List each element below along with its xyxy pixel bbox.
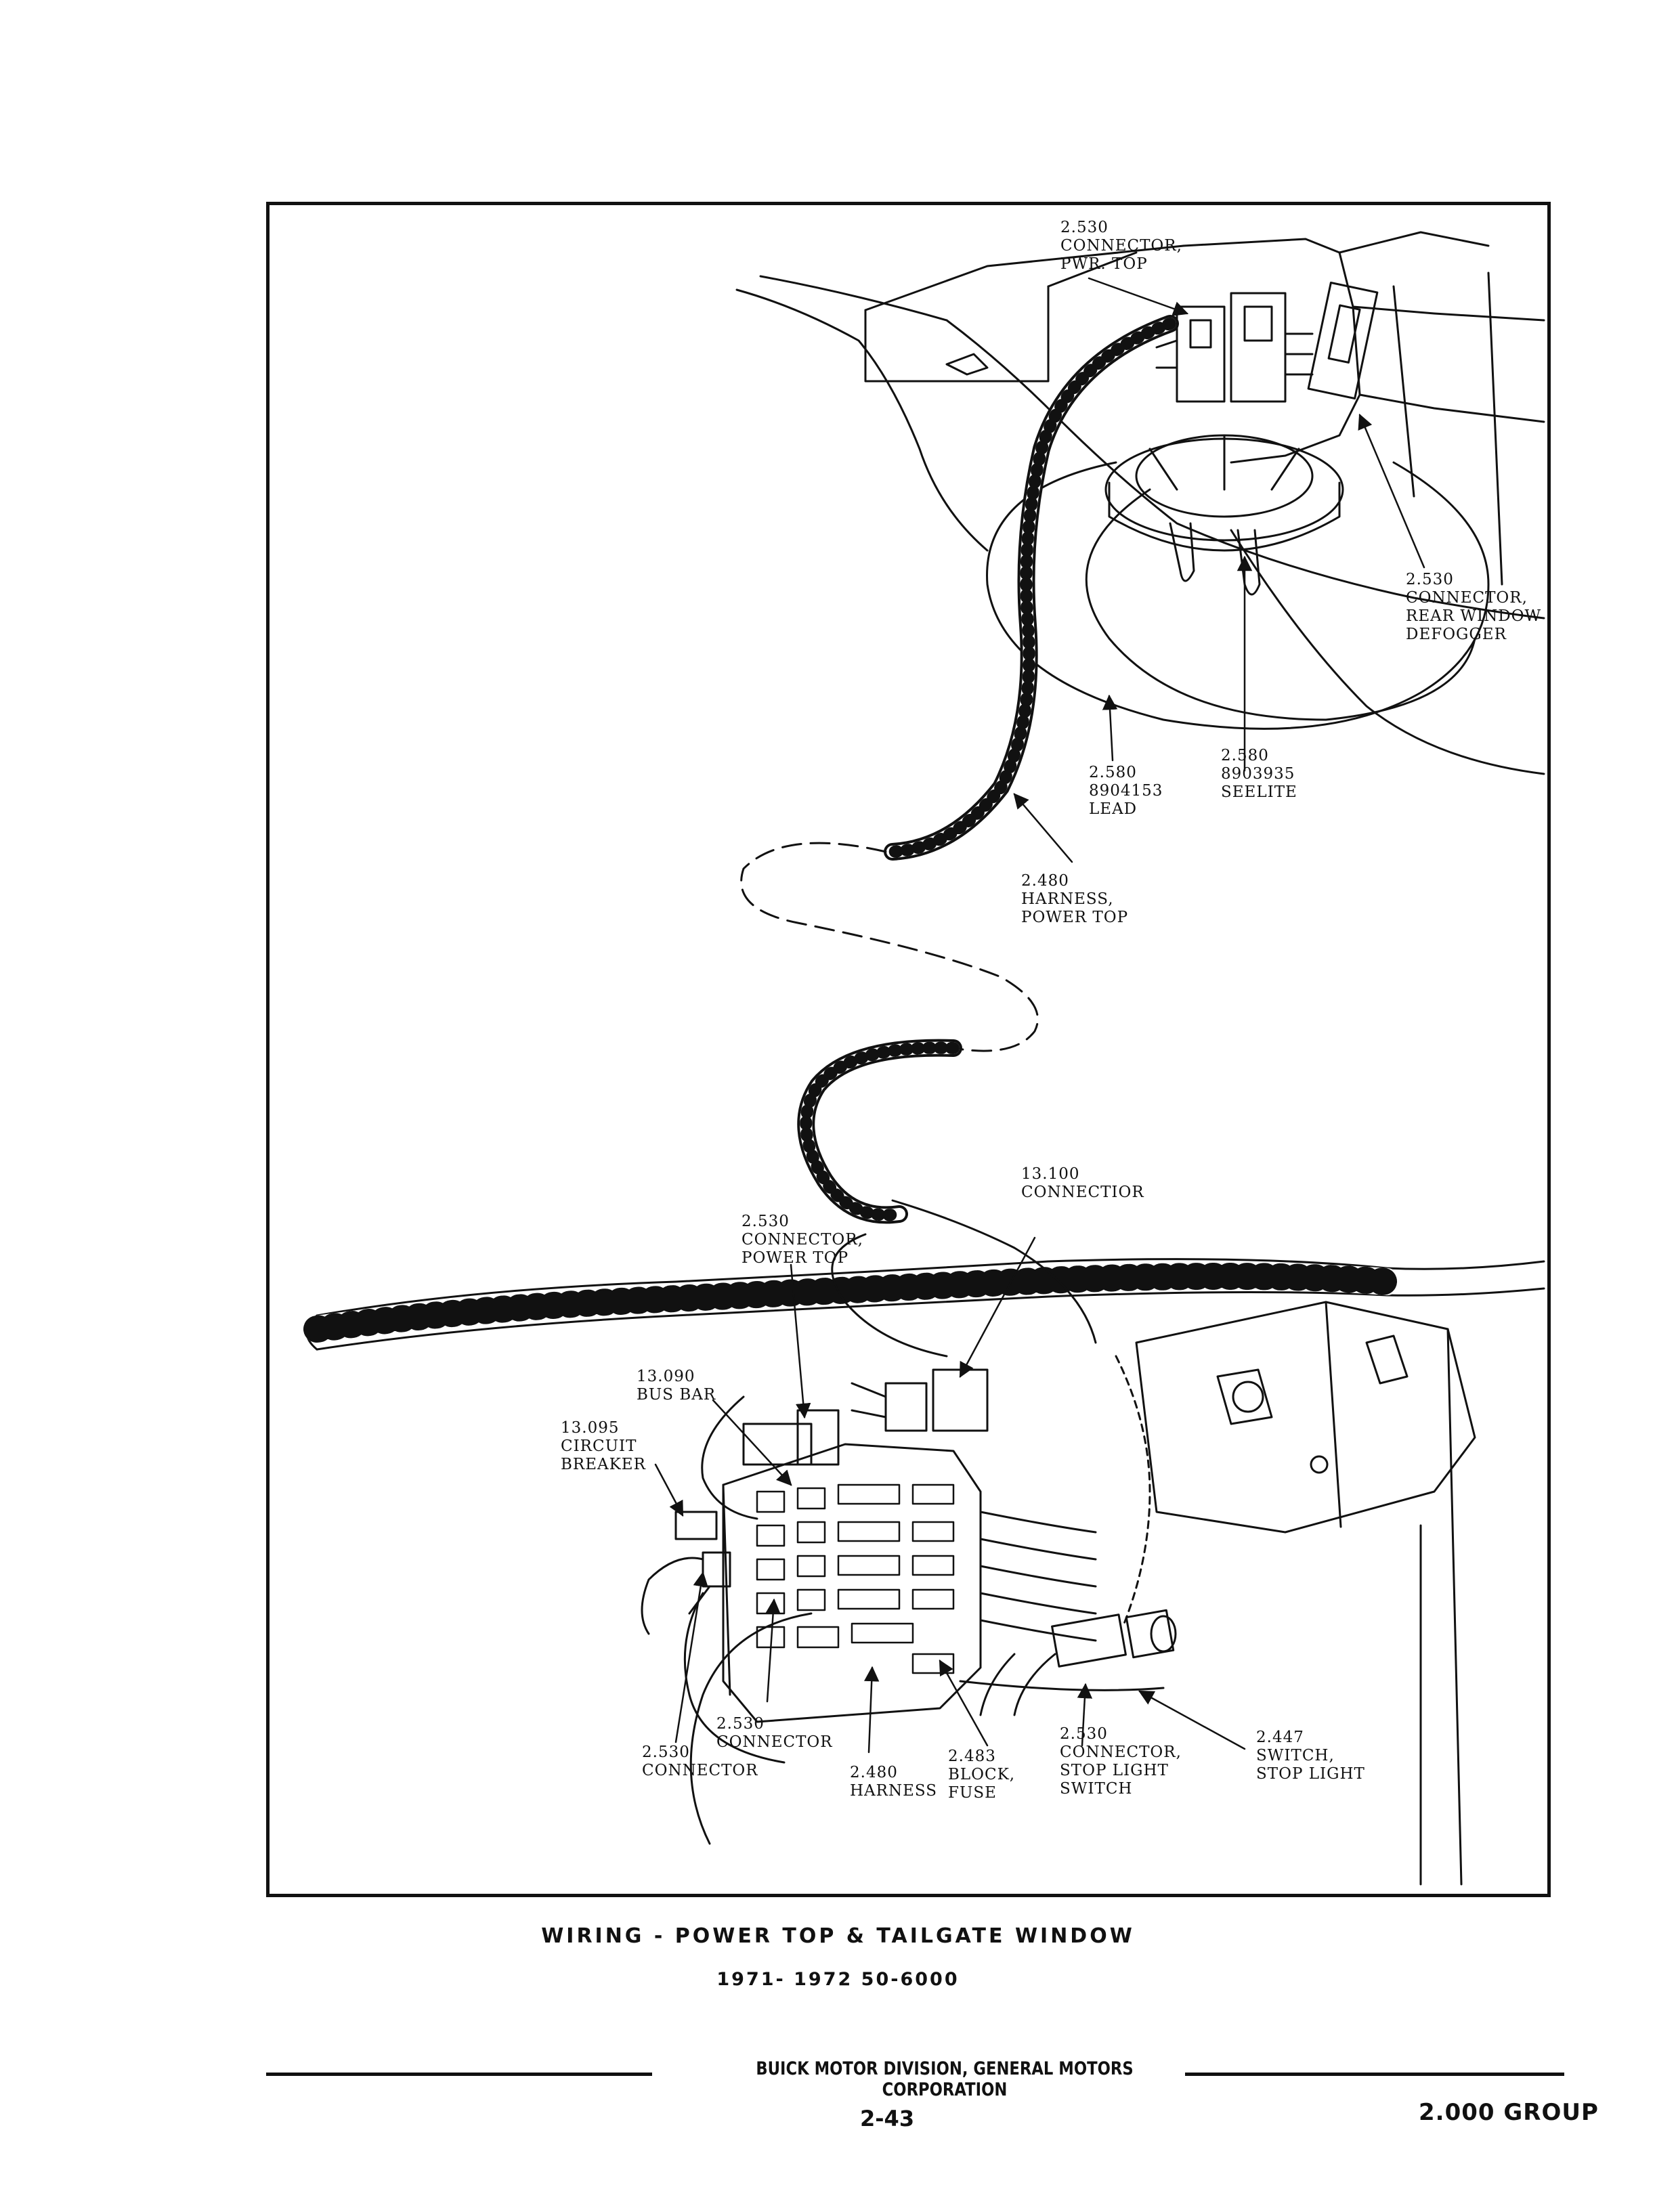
label-connector-upper: 2.530 CONNECTOR: [716, 1715, 833, 1751]
label-bus-bar: 13.090 BUS BAR: [637, 1368, 716, 1404]
label-connector-power-top: 2.530 CONNECTOR, POWER TOP: [742, 1213, 863, 1267]
label-seelite-8903935: 2.580 8903935 SEELITE: [1221, 747, 1297, 801]
stop-light-switch-assembly: [979, 1609, 1177, 1716]
fuse-block: [722, 1443, 1097, 1723]
label-connector-lower: 2.530 CONNECTOR: [642, 1743, 758, 1779]
upper-connector-cluster: [1155, 281, 1379, 403]
power-top-harness-lower: [797, 1039, 962, 1224]
page-number: 2-43: [860, 2106, 915, 2131]
upper-wire-loops: [986, 461, 1545, 775]
diagram-frame: 2.530 CONNECTOR, PWR. TOP 2.530 CONNECTO…: [266, 202, 1551, 1897]
footer-rule-left: [266, 2073, 652, 2076]
steering-column-support: [1115, 1301, 1476, 1886]
label-connector-stop-light-switch: 2.530 CONNECTOR, STOP LIGHT SWITCH: [1060, 1725, 1182, 1798]
wiring-illustration: [303, 231, 1545, 1886]
power-top-harness-upper: [884, 315, 1179, 861]
upper-body-panel: [735, 231, 1545, 620]
label-harness-power-top: 2.480 HARNESS, POWER TOP: [1021, 872, 1129, 926]
label-connector-pwr-top: 2.530 CONNECTOR, PWR. TOP: [1060, 219, 1182, 273]
label-circuit-breaker: 13.095 CIRCUIT BREAKER: [561, 1419, 646, 1473]
leader-lines: [654, 277, 1425, 1754]
instrument-panel-pad: [303, 1258, 1545, 1351]
label-connector-rear-defogger: 2.530 CONNECTOR, REAR WINDOW DEFOGGER: [1406, 571, 1542, 643]
label-harness-2480: 2.480 HARNESS: [850, 1764, 938, 1800]
footer-company-name: BUICK MOTOR DIVISION, GENERAL MOTORS COR…: [756, 2058, 1134, 2100]
figure-caption-subtitle: 1971- 1972 50-6000: [716, 1969, 960, 1990]
blower-motor-flange: [1104, 434, 1344, 596]
label-connector-13100: 13.100 CONNECTIOR: [1021, 1165, 1144, 1201]
harness-routing-dashed: [740, 842, 1039, 1052]
footer-rule-right: [1185, 2073, 1564, 2076]
group-label: 2.000 GROUP: [1419, 2099, 1599, 2126]
label-stop-light-switch: 2.447 SWITCH, STOP LIGHT: [1256, 1729, 1365, 1783]
figure-caption-title: WIRING - POWER TOP & TAILGATE WINDOW: [541, 1924, 1135, 1948]
fuse-block-connectors: [641, 1368, 989, 1635]
label-fuse-block: 2.483 BLOCK, FUSE: [948, 1748, 1016, 1802]
label-lead-8904153: 2.580 8904153 LEAD: [1089, 764, 1163, 818]
